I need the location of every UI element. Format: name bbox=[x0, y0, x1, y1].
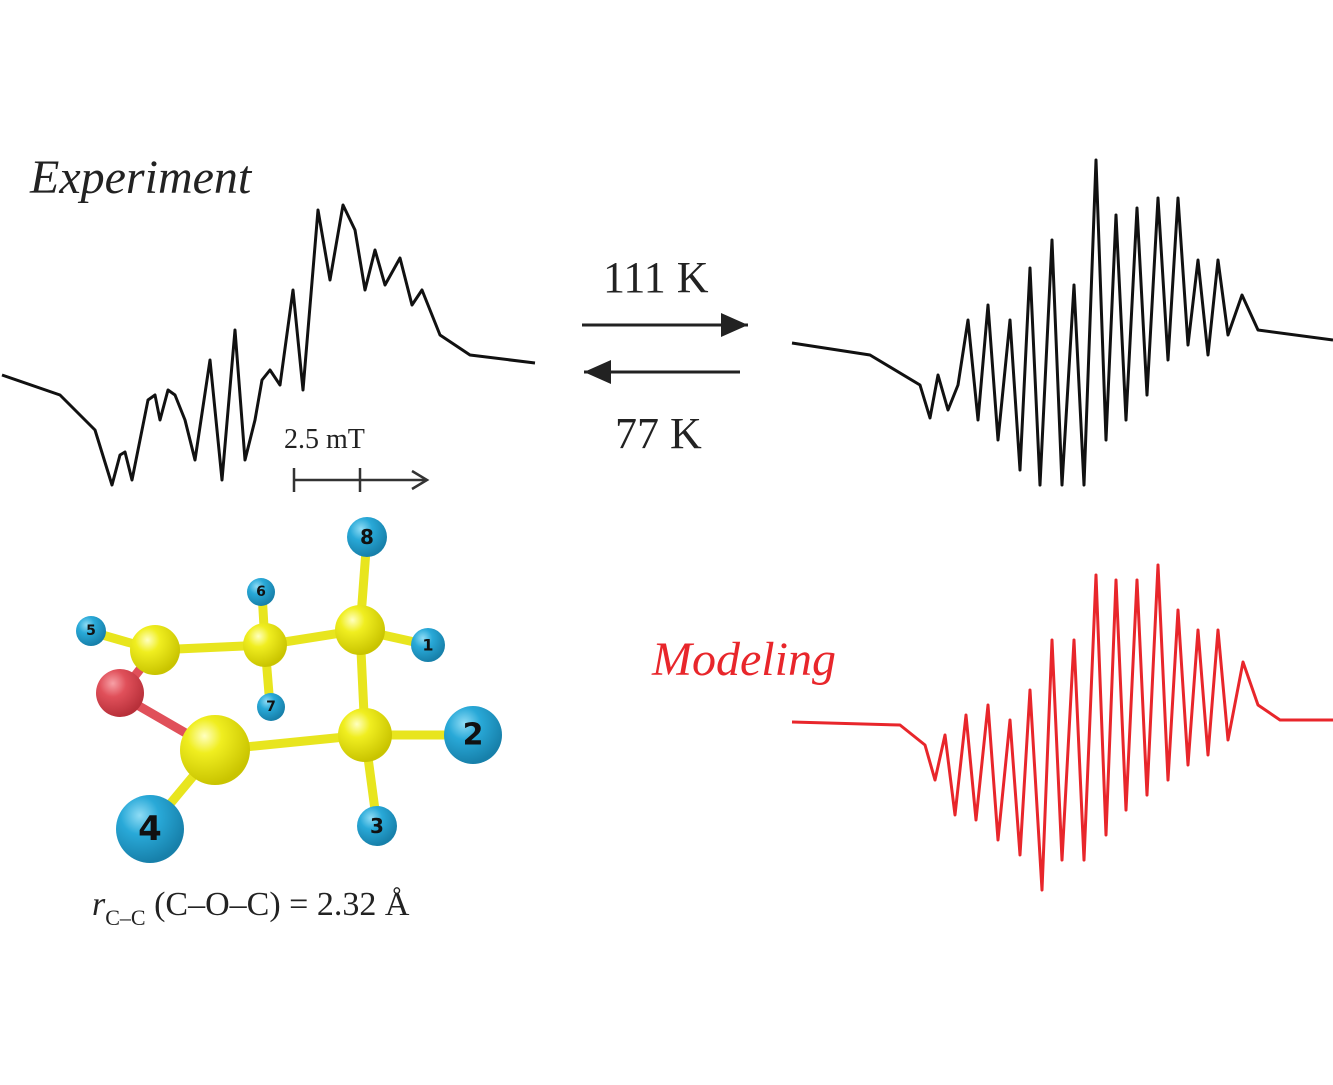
temperature-77k-label: 77 K bbox=[615, 409, 702, 458]
hydrogen-atom-3: 3 bbox=[357, 806, 397, 846]
carbon-atom bbox=[180, 715, 250, 785]
hydrogen-atom-6: 6 bbox=[247, 578, 275, 606]
experiment-label: Experiment bbox=[30, 151, 252, 204]
hydrogen-atom-1: 1 bbox=[411, 628, 445, 662]
hydrogen-atom-5: 5 bbox=[76, 616, 106, 646]
svg-text:1: 1 bbox=[422, 636, 433, 655]
carbon-atom bbox=[335, 605, 385, 655]
scale-bar-label: 2.5 mT bbox=[284, 424, 365, 455]
svg-text:5: 5 bbox=[86, 623, 96, 639]
modeling-spectrum bbox=[791, 563, 1333, 892]
experiment-spectrum-111k-left bbox=[1, 203, 536, 487]
svg-text:4: 4 bbox=[138, 809, 162, 849]
distance-subscript: C–C bbox=[105, 905, 146, 930]
svg-text:8: 8 bbox=[360, 525, 374, 549]
svg-text:7: 7 bbox=[266, 699, 276, 715]
svg-text:2: 2 bbox=[463, 718, 484, 753]
svg-text:6: 6 bbox=[256, 584, 266, 600]
temperature-111k-label: 111 K bbox=[603, 253, 709, 302]
molecule-model: 1 2 3 4 5 6 7 8 bbox=[76, 517, 502, 863]
carbon-atom bbox=[130, 625, 180, 675]
svg-text:3: 3 bbox=[370, 814, 384, 838]
carbon-atom bbox=[338, 708, 392, 762]
scale-bar bbox=[292, 468, 430, 492]
hydrogen-atom-8: 8 bbox=[347, 517, 387, 557]
hydrogen-atom-7: 7 bbox=[257, 693, 285, 721]
carbon-atom bbox=[243, 623, 287, 667]
hydrogen-atom-4: 4 bbox=[116, 795, 184, 863]
experiment-spectrum-77k-right bbox=[791, 158, 1333, 487]
oxygen-atom bbox=[96, 669, 144, 717]
modeling-label: Modeling bbox=[652, 633, 836, 686]
distance-caption: rC–C (C–O–C) = 2.32 Å bbox=[92, 886, 409, 931]
distance-value: (C–O–C) = 2.32 Å bbox=[145, 886, 410, 923]
hydrogen-atom-2: 2 bbox=[444, 706, 502, 764]
distance-symbol: r bbox=[92, 886, 106, 923]
